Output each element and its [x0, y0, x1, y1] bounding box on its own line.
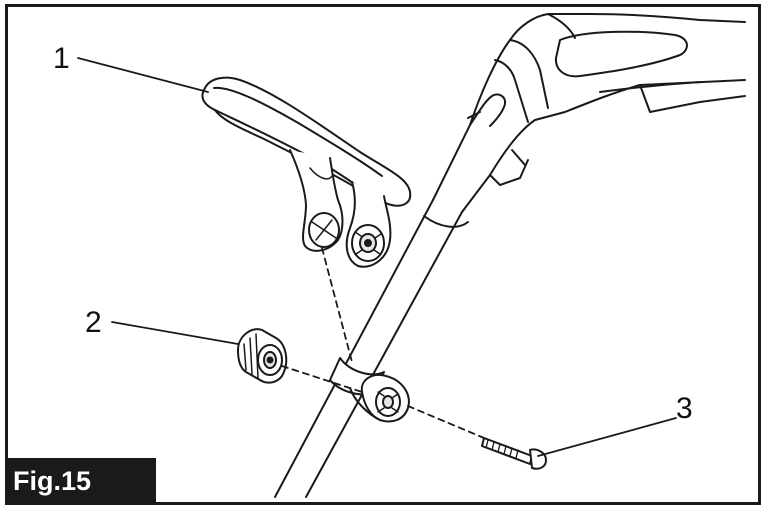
leader-1 — [77, 57, 209, 93]
leader-2 — [111, 321, 239, 345]
bolt — [481, 437, 547, 470]
knob-nut — [237, 328, 288, 384]
shaft-mount-boss — [349, 374, 410, 423]
figure-frame — [5, 4, 761, 505]
main-handle-housing — [432, 13, 746, 213]
callout-leaders — [77, 57, 677, 457]
callout-3: 3 — [676, 392, 693, 425]
assembly-guide-lines — [281, 247, 485, 439]
callout-1: 1 — [53, 42, 70, 75]
figure-label: Fig.15 — [5, 458, 156, 505]
callout-2: 2 — [85, 306, 102, 339]
leader-3 — [537, 417, 677, 457]
auxiliary-handle — [201, 76, 412, 268]
